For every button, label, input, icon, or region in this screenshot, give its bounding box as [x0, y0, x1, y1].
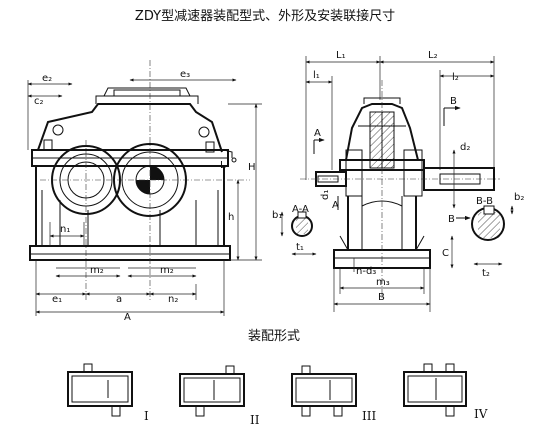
label-b1: b₁: [272, 210, 282, 221]
label-L: L: [220, 160, 226, 171]
label-BB: B-B: [476, 196, 493, 207]
label-A-left: A: [314, 128, 321, 139]
assembly-heading: 装配形式: [248, 329, 300, 344]
label-n1: n₁: [60, 224, 70, 235]
label-e2: e₂: [42, 73, 52, 84]
assembly-type-I-label: I: [144, 409, 149, 423]
assembly-type-III: III: [291, 365, 376, 423]
label-H: H: [248, 162, 256, 173]
label-m3: m₃: [376, 277, 390, 288]
label-AA: A-A: [292, 204, 309, 215]
side-view: L₁ L₂ l₁ l₂ B: [272, 50, 524, 312]
label-B-arrow: B: [450, 96, 457, 107]
label-e3: e₃: [180, 69, 190, 80]
label-m2-right: m₂: [160, 265, 174, 276]
label-l1: l₁: [313, 70, 320, 81]
assembly-type-I: I: [67, 363, 149, 423]
label-c2: c₂: [34, 96, 44, 107]
label-d2: d₂: [460, 142, 470, 153]
label-a: a: [116, 294, 122, 305]
label-C: C: [442, 248, 449, 259]
front-view: e₂ c₂ e₃: [27, 60, 262, 323]
label-d1: d₁: [320, 190, 331, 200]
assembly-type-II-label: II: [250, 413, 260, 427]
label-b2: b₂: [514, 192, 524, 203]
label-B-arrow2: B: [448, 214, 455, 225]
label-e1: e₁: [52, 294, 62, 305]
label-B-overall: B: [378, 292, 385, 303]
label-t2: t₂: [482, 268, 490, 279]
label-l2: l₂: [452, 72, 459, 83]
drawing-title: ZDY型减速器装配型式、外形及安装联接尺寸: [135, 8, 395, 24]
assembly-type-II: II: [179, 365, 260, 427]
label-h: h: [228, 212, 234, 223]
assembly-type-III-label: III: [362, 409, 376, 423]
label-A-overall: A: [124, 312, 131, 323]
label-L2: L₂: [428, 50, 438, 61]
label-n2: n₂: [168, 294, 178, 305]
label-m2-left: m₂: [90, 265, 104, 276]
assembly-type-IV-label: IV: [474, 407, 488, 421]
label-L1: L₁: [336, 50, 346, 61]
label-A-right: A: [332, 200, 339, 211]
assembly-type-IV: IV: [403, 363, 488, 421]
label-t1: t₁: [296, 242, 304, 253]
label-nd3: n-d₃: [356, 266, 376, 277]
